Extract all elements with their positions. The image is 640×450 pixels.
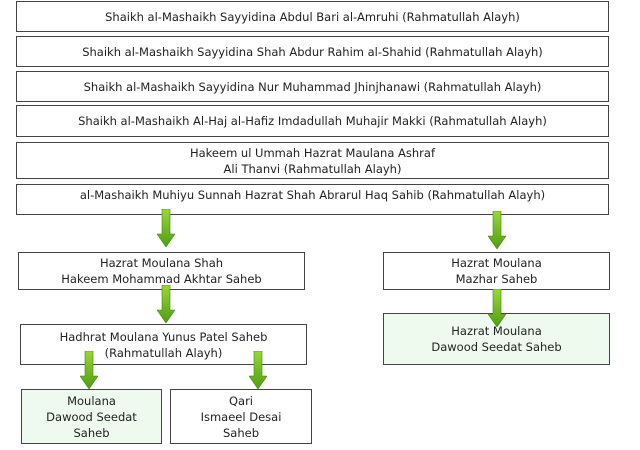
chain-box-abrarul-haq: al-Mashaikh Muhiyu Sunnah Hazrat Shah Ab… (16, 184, 609, 215)
box-text-line-1: Qari (228, 393, 254, 408)
chain-box-abdur-rahim: Shaikh al-Mashaikh Sayyidina Shah Abdur … (16, 36, 609, 67)
box-akhtar-saheb: Hazrat Moulana Shah Hakeem Mohammad Akht… (18, 252, 305, 290)
chain-box-nur-muhammad: Shaikh al-Mashaikh Sayyidina Nur Muhamma… (16, 71, 609, 102)
box-text-line-2: Dawood Seedat Saheb (431, 340, 562, 354)
box-moulana-dawood-seedat: Moulana Dawood Seedat Saheb (21, 389, 162, 444)
box-text-line-2: Ismaeel Desai (200, 409, 282, 424)
arrow-down-icon (488, 211, 506, 249)
chain-box-text-line-1: Hakeem ul Ummah Hazrat Maulana Ashraf (189, 145, 436, 160)
arrow-down-icon (157, 209, 175, 247)
box-text-line-1: Hadhrat Moulana Yunus Patel Saheb (59, 329, 268, 344)
box-text-line-3: Saheb (222, 425, 259, 440)
box-text-line-1: Hazrat Moulana (451, 256, 542, 270)
box-text-line-2: Dawood Seedat (46, 409, 137, 424)
box-text-line-3: Saheb (73, 425, 110, 440)
box-mazhar-saheb: Hazrat Moulana Mazhar Saheb (383, 252, 610, 290)
box-text-line-1: Hazrat Moulana Shah (99, 256, 224, 270)
arrow-down-icon (80, 351, 98, 389)
box-qari-ismaeel-desai: Qari Ismaeel Desai Saheb (170, 389, 312, 444)
box-text-line-2: Hakeem Mohammad Akhtar Saheb (61, 272, 262, 286)
chain-box-imdadullah: Shaikh al-Mashaikh Al-Haj al-Hafiz Imdad… (16, 105, 609, 137)
box-text-line-2: (Rahmatullah Alayh) (104, 345, 223, 360)
chain-box-text: Shaikh al-Mashaikh Sayyidina Shah Abdur … (82, 44, 543, 59)
chain-box-abdul-bari: Shaikh al-Mashaikh Sayyidina Abdul Bari … (16, 1, 609, 32)
arrow-down-icon (249, 351, 267, 389)
chain-box-text: Shaikh al-Mashaikh Al-Haj al-Hafiz Imdad… (78, 114, 547, 128)
chain-box-text: al-Mashaikh Muhiyu Sunnah Hazrat Shah Ab… (79, 188, 546, 202)
chain-box-text: Shaikh al-Mashaikh Sayyidina Nur Muhamma… (83, 79, 542, 94)
box-text-line-2: Mazhar Saheb (455, 272, 538, 286)
box-text-line-1: Moulana (67, 393, 116, 408)
box-yunus-patel: Hadhrat Moulana Yunus Patel Saheb (Rahma… (20, 324, 307, 365)
arrow-down-icon (157, 285, 175, 323)
chain-box-ashraf-ali-thanvi: Hakeem ul Ummah Hazrat Maulana Ashraf Al… (16, 142, 609, 179)
chain-box-text: Shaikh al-Mashaikh Sayyidina Abdul Bari … (105, 9, 520, 24)
arrow-down-icon (488, 289, 506, 327)
chain-box-text-line-2: Ali Thanvi (Rahmatullah Alayh) (223, 161, 402, 176)
box-text-line-1: Hazrat Moulana (451, 324, 542, 338)
